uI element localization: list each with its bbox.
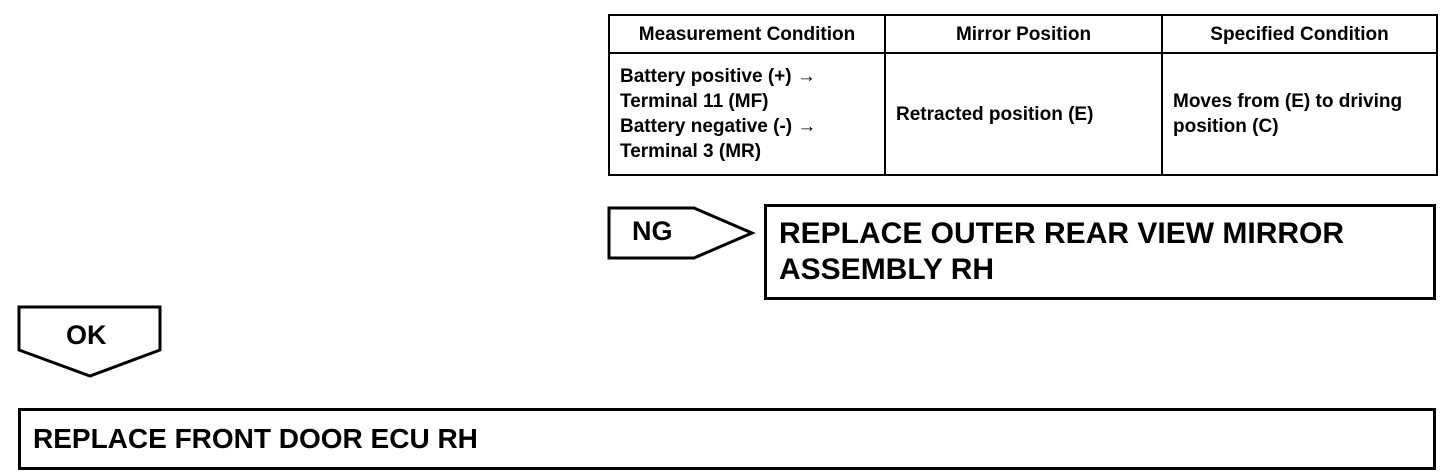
header-measurement-condition: Measurement Condition [608,14,886,54]
header-specified-condition: Specified Condition [1161,14,1438,54]
header-mirror-position: Mirror Position [884,14,1163,54]
measurement-line: Terminal 11 (MF) [620,91,769,112]
table-row: Battery positive (+) → Terminal 11 (MF) … [608,52,1438,176]
specified-condition-cell: Moves from (E) to driving position (C) [1161,52,1438,176]
specification-table: Measurement Condition Mirror Position Sp… [608,14,1438,176]
ng-arrow-shape [607,206,756,260]
measurement-line: Battery positive (+) → [620,66,816,87]
measurement-line: Terminal 3 (MR) [620,141,762,162]
ok-result-box: REPLACE FRONT DOOR ECU RH [18,408,1436,470]
measurement-condition-cell: Battery positive (+) → Terminal 11 (MF) … [608,52,886,176]
measurement-line: Battery negative (-) → [620,116,817,137]
mirror-position-cell: Retracted position (E) [884,52,1163,176]
ng-label: NG [632,216,673,246]
ok-arrow-shape [17,305,162,378]
ok-label: OK [66,320,107,350]
ng-result-box: REPLACE OUTER REAR VIEW MIRROR ASSEMBLY … [764,204,1436,300]
table-header-row: Measurement Condition Mirror Position Sp… [608,14,1438,54]
